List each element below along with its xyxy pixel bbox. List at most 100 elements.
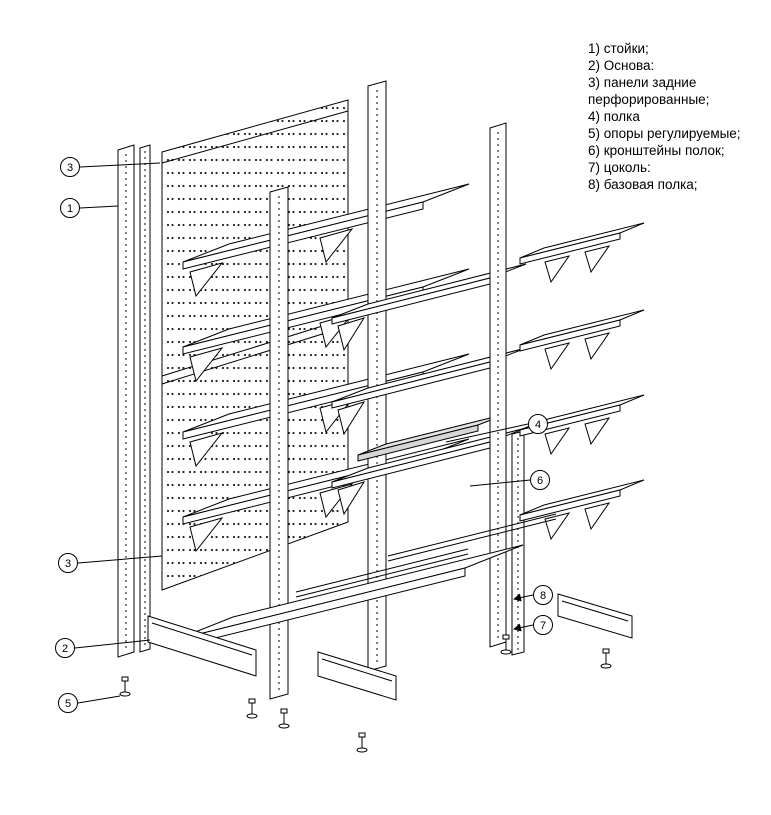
callout-label: 4 — [535, 419, 541, 431]
callout-label: 3 — [67, 162, 73, 174]
parts-legend: 1) стойки; 2) Основа: 3) панели задние п… — [588, 40, 768, 193]
legend-line: 7) цоколь: — [588, 160, 651, 175]
shelf-front-edge — [332, 442, 490, 488]
callout-3-bottom: 3 — [59, 554, 163, 573]
callout-label: 6 — [537, 475, 543, 487]
shelf-bracket-icon — [585, 503, 609, 529]
foot-icon — [501, 635, 511, 654]
foot-icon — [601, 649, 611, 668]
leader-line — [446, 424, 528, 442]
shelf-bracket-icon — [338, 402, 364, 434]
callout-3-top: 3 — [61, 158, 161, 177]
leader-line — [513, 623, 533, 632]
shelf-bracket-icon — [190, 263, 222, 296]
rail-line — [388, 514, 556, 556]
rail-line — [388, 519, 556, 561]
middle-shelf-1 — [332, 264, 526, 350]
callout-circle — [61, 199, 80, 218]
shelf-bracket-icon — [545, 428, 569, 454]
shelf-bracket-icon — [545, 343, 569, 369]
shelf-front-edge — [358, 425, 478, 461]
leader-line — [80, 163, 160, 167]
middle-post-1 — [270, 187, 288, 699]
shelf-top-face — [520, 223, 644, 258]
shelf-front-edge — [175, 568, 465, 648]
plinth-middle — [318, 652, 396, 700]
shelf-bracket-icon — [545, 513, 569, 539]
plinth-right — [558, 594, 632, 638]
left-shelf-2 — [183, 269, 469, 381]
shelf-bracket-icon — [585, 246, 609, 272]
rail-line — [296, 554, 468, 597]
legend-line: перфорированные; — [588, 92, 710, 107]
plinth-left — [148, 616, 256, 676]
callout-circle — [534, 586, 553, 605]
right-shelf-4 — [520, 480, 644, 539]
plinth-face — [558, 594, 632, 638]
shelf-top-face — [520, 310, 644, 345]
callout-circle — [59, 694, 78, 713]
shelf-bracket-icon — [545, 256, 569, 282]
callouts: 3 1 3 2 5 — [56, 158, 553, 713]
shelf-bracket-icon — [320, 229, 352, 262]
rail-line — [296, 549, 468, 592]
legend-line: 8) базовая полка; — [588, 177, 698, 192]
callout-label: 2 — [62, 643, 68, 655]
post-face — [512, 431, 524, 655]
callout-circle — [56, 639, 75, 658]
foot-icon — [120, 677, 130, 696]
back-panels-perforated — [162, 100, 348, 590]
legend-line: 6) кронштейны полок; — [588, 143, 725, 158]
callout-label: 3 — [65, 558, 71, 570]
shelf-bracket-icon — [190, 518, 222, 551]
legend-line: 2) Основа: — [588, 58, 655, 73]
shelf-bracket-icon — [190, 348, 222, 381]
callout-circle — [534, 616, 553, 635]
leader-line — [78, 556, 162, 563]
shelf-bracket-icon — [338, 482, 364, 514]
left-shelf-3 — [183, 354, 469, 466]
back-panel-top-frame — [162, 111, 348, 163]
callout-circle — [61, 158, 80, 177]
plinth-face — [148, 616, 256, 676]
shelf-front-edge — [520, 490, 620, 521]
shelf-front-edge — [520, 320, 620, 351]
callout-1: 1 — [61, 199, 119, 218]
callout-label: 1 — [67, 203, 73, 215]
left-post-rear — [140, 145, 150, 652]
callout-7: 7 — [513, 616, 553, 635]
shelf-bracket-icon — [585, 418, 609, 444]
right-shelf-1 — [520, 223, 644, 282]
plinth-groove — [152, 623, 252, 655]
shelf-front-edge — [520, 233, 620, 264]
leader-line — [513, 593, 533, 602]
leader-line — [80, 206, 118, 208]
shelf-bracket-icon — [190, 433, 222, 466]
right-post-2 — [512, 431, 524, 655]
callout-8: 8 — [513, 586, 553, 605]
foot-icon — [247, 699, 257, 718]
legend-line: 5) опоры регулируемые; — [588, 126, 741, 141]
callout-4: 4 — [446, 415, 548, 443]
shelf-front-edge — [183, 202, 423, 269]
base-rails — [296, 514, 556, 597]
callout-5: 5 — [59, 694, 121, 713]
callout-6: 6 — [470, 471, 550, 490]
right-post-1 — [490, 123, 506, 647]
callout-circle — [529, 415, 548, 434]
back-panel-body — [162, 100, 348, 590]
callout-2: 2 — [56, 639, 151, 658]
back-panel-divider-2 — [162, 326, 348, 384]
legend-line: 1) стойки; — [588, 41, 649, 56]
callout-circle — [531, 471, 550, 490]
right-shelf-2 — [520, 310, 644, 369]
leader-line — [75, 640, 150, 648]
callout-label: 7 — [540, 620, 546, 632]
plinth-groove — [562, 601, 628, 621]
callout-label: 5 — [65, 698, 71, 710]
plinth-groove — [322, 659, 392, 681]
shelf-bracket-icon — [585, 333, 609, 359]
left-post — [118, 145, 134, 657]
